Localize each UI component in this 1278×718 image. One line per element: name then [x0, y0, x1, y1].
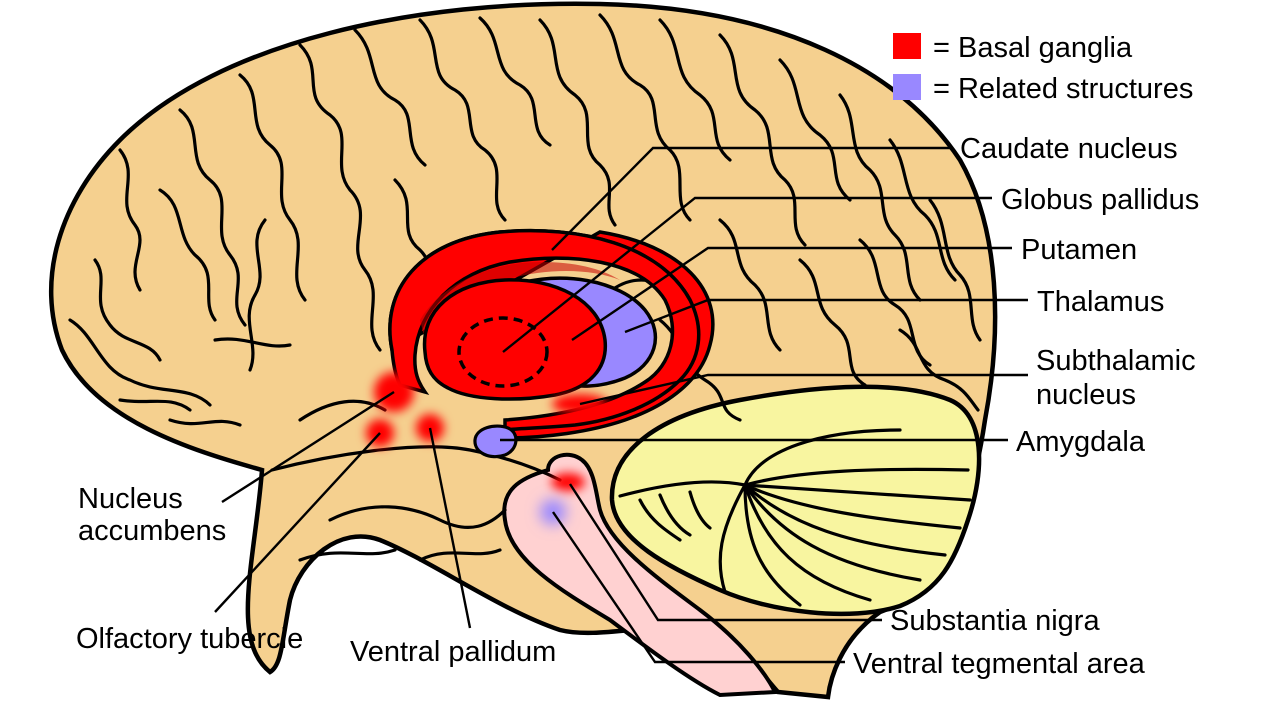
leader-ventral-pallidum	[428, 427, 472, 629]
caudate-shadow	[420, 262, 620, 340]
leader-thalamus	[624, 298, 1028, 334]
label-globus-pallidus: Globus pallidus	[1001, 184, 1199, 216]
label-subthalamic-line1: Subthalamic	[1036, 345, 1196, 377]
label-thalamus: Thalamus	[1037, 286, 1164, 318]
leader-ventral-tegmental-area	[552, 511, 845, 664]
label-putamen: Putamen	[1021, 234, 1137, 266]
leader-lines	[214, 146, 1028, 664]
amygdala-shape	[473, 424, 518, 459]
leader-substantia-nigra	[568, 483, 882, 622]
label-ventral-pallidum: Ventral pallidum	[350, 636, 556, 668]
cerebellum-folia	[618, 428, 972, 607]
legend-label-related-structures: = Related structures	[933, 73, 1193, 105]
label-nucleus-accumbens-line1: Nucleus	[78, 483, 183, 515]
putamen-shape	[422, 278, 608, 401]
label-ventral-tegmental-area: Ventral tegmental area	[853, 648, 1146, 680]
leader-olfactory-tubercle	[214, 432, 381, 613]
brain-illustration	[48, 1, 998, 700]
label-subthalamic-line2: nucleus	[1036, 379, 1136, 411]
cerebellum	[609, 384, 982, 617]
label-amygdala: Amygdala	[1016, 426, 1146, 458]
leader-caudate-nucleus	[551, 146, 950, 251]
leader-nucleus-accumbens	[221, 390, 395, 504]
label-olfactory-tubercle: Olfactory tubercle	[76, 623, 303, 655]
labels: Caudate nucleus Globus pallidus Putamen …	[76, 133, 1199, 680]
label-substantia-nigra: Substantia nigra	[890, 605, 1100, 637]
legend-swatch-related-structures	[893, 74, 921, 100]
legend-label-basal-ganglia: = Basal ganglia	[933, 32, 1133, 64]
leader-subthalamic-nucleus	[579, 373, 1028, 406]
legend-swatch-basal-ganglia	[893, 33, 921, 59]
substantia-nigra-shape	[551, 473, 585, 491]
label-nucleus-accumbens-line2: accumbens	[78, 515, 226, 547]
legend: = Basal ganglia = Related structures	[893, 32, 1193, 105]
label-caudate-nucleus: Caudate nucleus	[960, 133, 1178, 165]
cortex-gyri	[68, 13, 982, 562]
leader-globus-pallidus	[502, 196, 992, 353]
brainstem	[502, 452, 779, 698]
leader-putamen	[571, 246, 1012, 341]
globus-pallidus-shape	[457, 316, 549, 388]
